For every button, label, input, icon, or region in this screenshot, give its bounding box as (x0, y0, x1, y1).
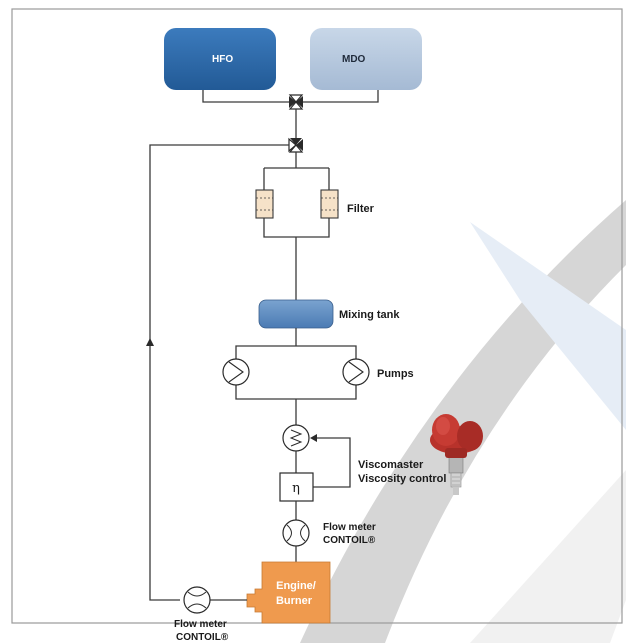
viscosity-feedback-line (312, 437, 351, 488)
contoil-label: CONTOIL® (323, 535, 376, 546)
viscomaster-label: Viscomaster (358, 459, 424, 471)
heater-icon (282, 424, 310, 452)
pumps-manifold (235, 345, 357, 400)
pump-left-icon (222, 358, 250, 386)
viscomaster-box (279, 472, 314, 502)
hfo-label: HFO (212, 54, 233, 65)
mixing-tank-label: Mixing tank (339, 309, 400, 321)
return-flow-arrow-icon (146, 338, 154, 346)
viscosity-symbol: η (292, 481, 300, 496)
viscosity-control-label: Viscosity control (358, 473, 446, 485)
engine-burner (246, 561, 331, 624)
return-contoil-label: CONTOIL® (176, 632, 229, 643)
mdo-tank (310, 28, 422, 90)
filter-manifold-loop (263, 168, 330, 238)
viscosity-transmitter-icon (430, 414, 483, 495)
feedback-arrow-icon (310, 434, 317, 442)
return-line (149, 144, 289, 601)
burner-label: Burner (276, 595, 313, 607)
pumps-label: Pumps (377, 368, 414, 380)
flow-meter-icon (282, 519, 310, 547)
mdo-label: MDO (342, 54, 366, 65)
engine-label: Engine/ (276, 580, 316, 592)
hfo-pipe (202, 90, 290, 103)
pump-right-icon (342, 358, 370, 386)
three-way-valve-icon (288, 94, 304, 110)
flow-meter-label: Flow meter (323, 522, 376, 533)
mdo-pipe (302, 90, 379, 103)
filter-left-icon (255, 189, 274, 219)
background-watermark (300, 200, 626, 643)
watermark-blue-arc (470, 222, 626, 430)
filter-label: Filter (347, 203, 375, 215)
hfo-tank (164, 28, 276, 90)
mixing-tank (258, 299, 334, 329)
filter-right-icon (320, 189, 339, 219)
return-flow-meter-icon (183, 586, 211, 614)
return-valve-icon (288, 137, 304, 153)
watermark-light-wedge (470, 470, 626, 643)
return-flow-meter-label: Flow meter (174, 619, 227, 630)
